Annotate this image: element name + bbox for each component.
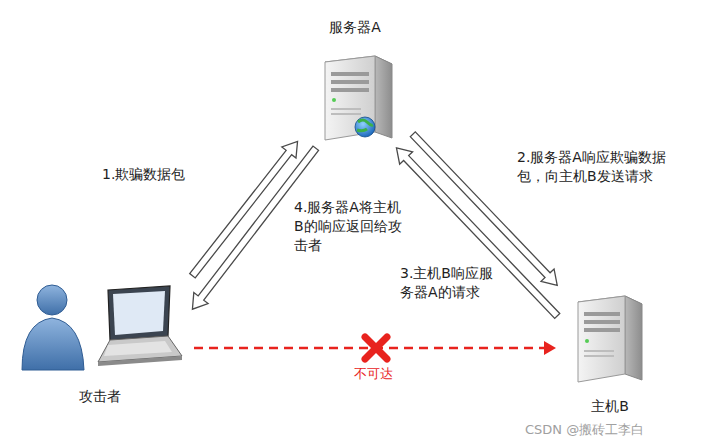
edge-label: 4.服务器A将主机B的响应返回给攻击者 <box>292 198 412 255</box>
server-icon <box>578 296 625 382</box>
edge-label: 2.服务器A响应欺骗数据包，向主机B发送请求 <box>515 148 694 186</box>
blocked-cross <box>365 337 387 359</box>
server-icon <box>331 88 369 92</box>
edge-label: 1.欺骗数据包 <box>100 165 216 184</box>
laptop-icon <box>98 356 182 366</box>
server-icon <box>585 339 589 343</box>
server-icon <box>584 312 620 316</box>
server-icon <box>332 98 336 102</box>
dashed-line <box>194 347 544 350</box>
server-icon <box>331 108 361 110</box>
host-node: 主机B <box>560 285 660 415</box>
blocked-cross <box>365 337 387 359</box>
attacker-person-icon <box>37 285 67 315</box>
server-icon <box>584 328 620 332</box>
hollow-arrow <box>190 141 298 277</box>
arrow-head <box>544 341 556 355</box>
laptop-icon <box>113 291 165 335</box>
edge-label: 3.主机B响应服务器A的请求 <box>398 264 502 302</box>
blocked-cross <box>365 337 387 359</box>
server-icon <box>331 113 361 115</box>
node-label: 攻击者 <box>79 387 121 405</box>
watermark: CSDN @搬砖工李白 <box>525 421 644 439</box>
server-icon <box>578 296 642 382</box>
node-label: 主机B <box>591 397 629 415</box>
laptop-icon <box>98 286 182 366</box>
server-icon <box>331 72 369 76</box>
server-icon <box>584 350 614 352</box>
server-icon <box>584 320 620 324</box>
server-icon <box>325 56 392 140</box>
laptop-icon <box>104 341 172 356</box>
attacker-node: 攻击者 <box>10 275 190 405</box>
edge-label: 不可达 <box>352 364 406 383</box>
attacker-person-icon <box>22 318 84 370</box>
server-icon <box>584 355 614 357</box>
attacker-person-icon <box>22 285 84 370</box>
server-icon <box>625 296 642 380</box>
server-icon <box>331 80 369 84</box>
server-icon <box>325 56 375 140</box>
server-icon <box>375 56 392 138</box>
laptop-icon <box>108 286 170 340</box>
request-arrow <box>190 141 298 277</box>
server-icon <box>355 117 375 137</box>
server-node: 服务器A <box>300 18 410 145</box>
server-icon <box>357 120 373 131</box>
node-label: 服务器A <box>329 18 381 36</box>
